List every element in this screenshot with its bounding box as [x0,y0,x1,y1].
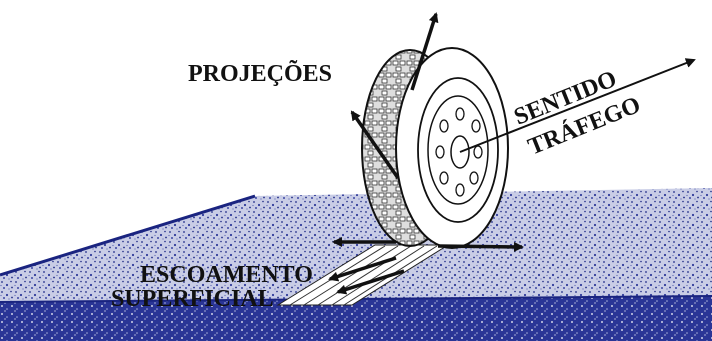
label-projecoes: PROJEÇÕES [188,61,332,87]
pavement-back-edge [0,194,256,277]
projection-arrow-up [410,12,439,91]
runoff-arrow-bottom [336,269,405,295]
traffic-direction-arrow [459,58,696,153]
runoff-arrow-top [328,256,397,282]
pavement-side-face [0,296,712,341]
lug-holes [435,107,483,197]
spray-arrow-right [437,241,524,252]
label-superficial: SUPERFICIAL [111,286,274,312]
label-escoamento: ESCOAMENTO [140,262,313,288]
projection-arrow-left [350,110,400,180]
tire [361,47,509,249]
